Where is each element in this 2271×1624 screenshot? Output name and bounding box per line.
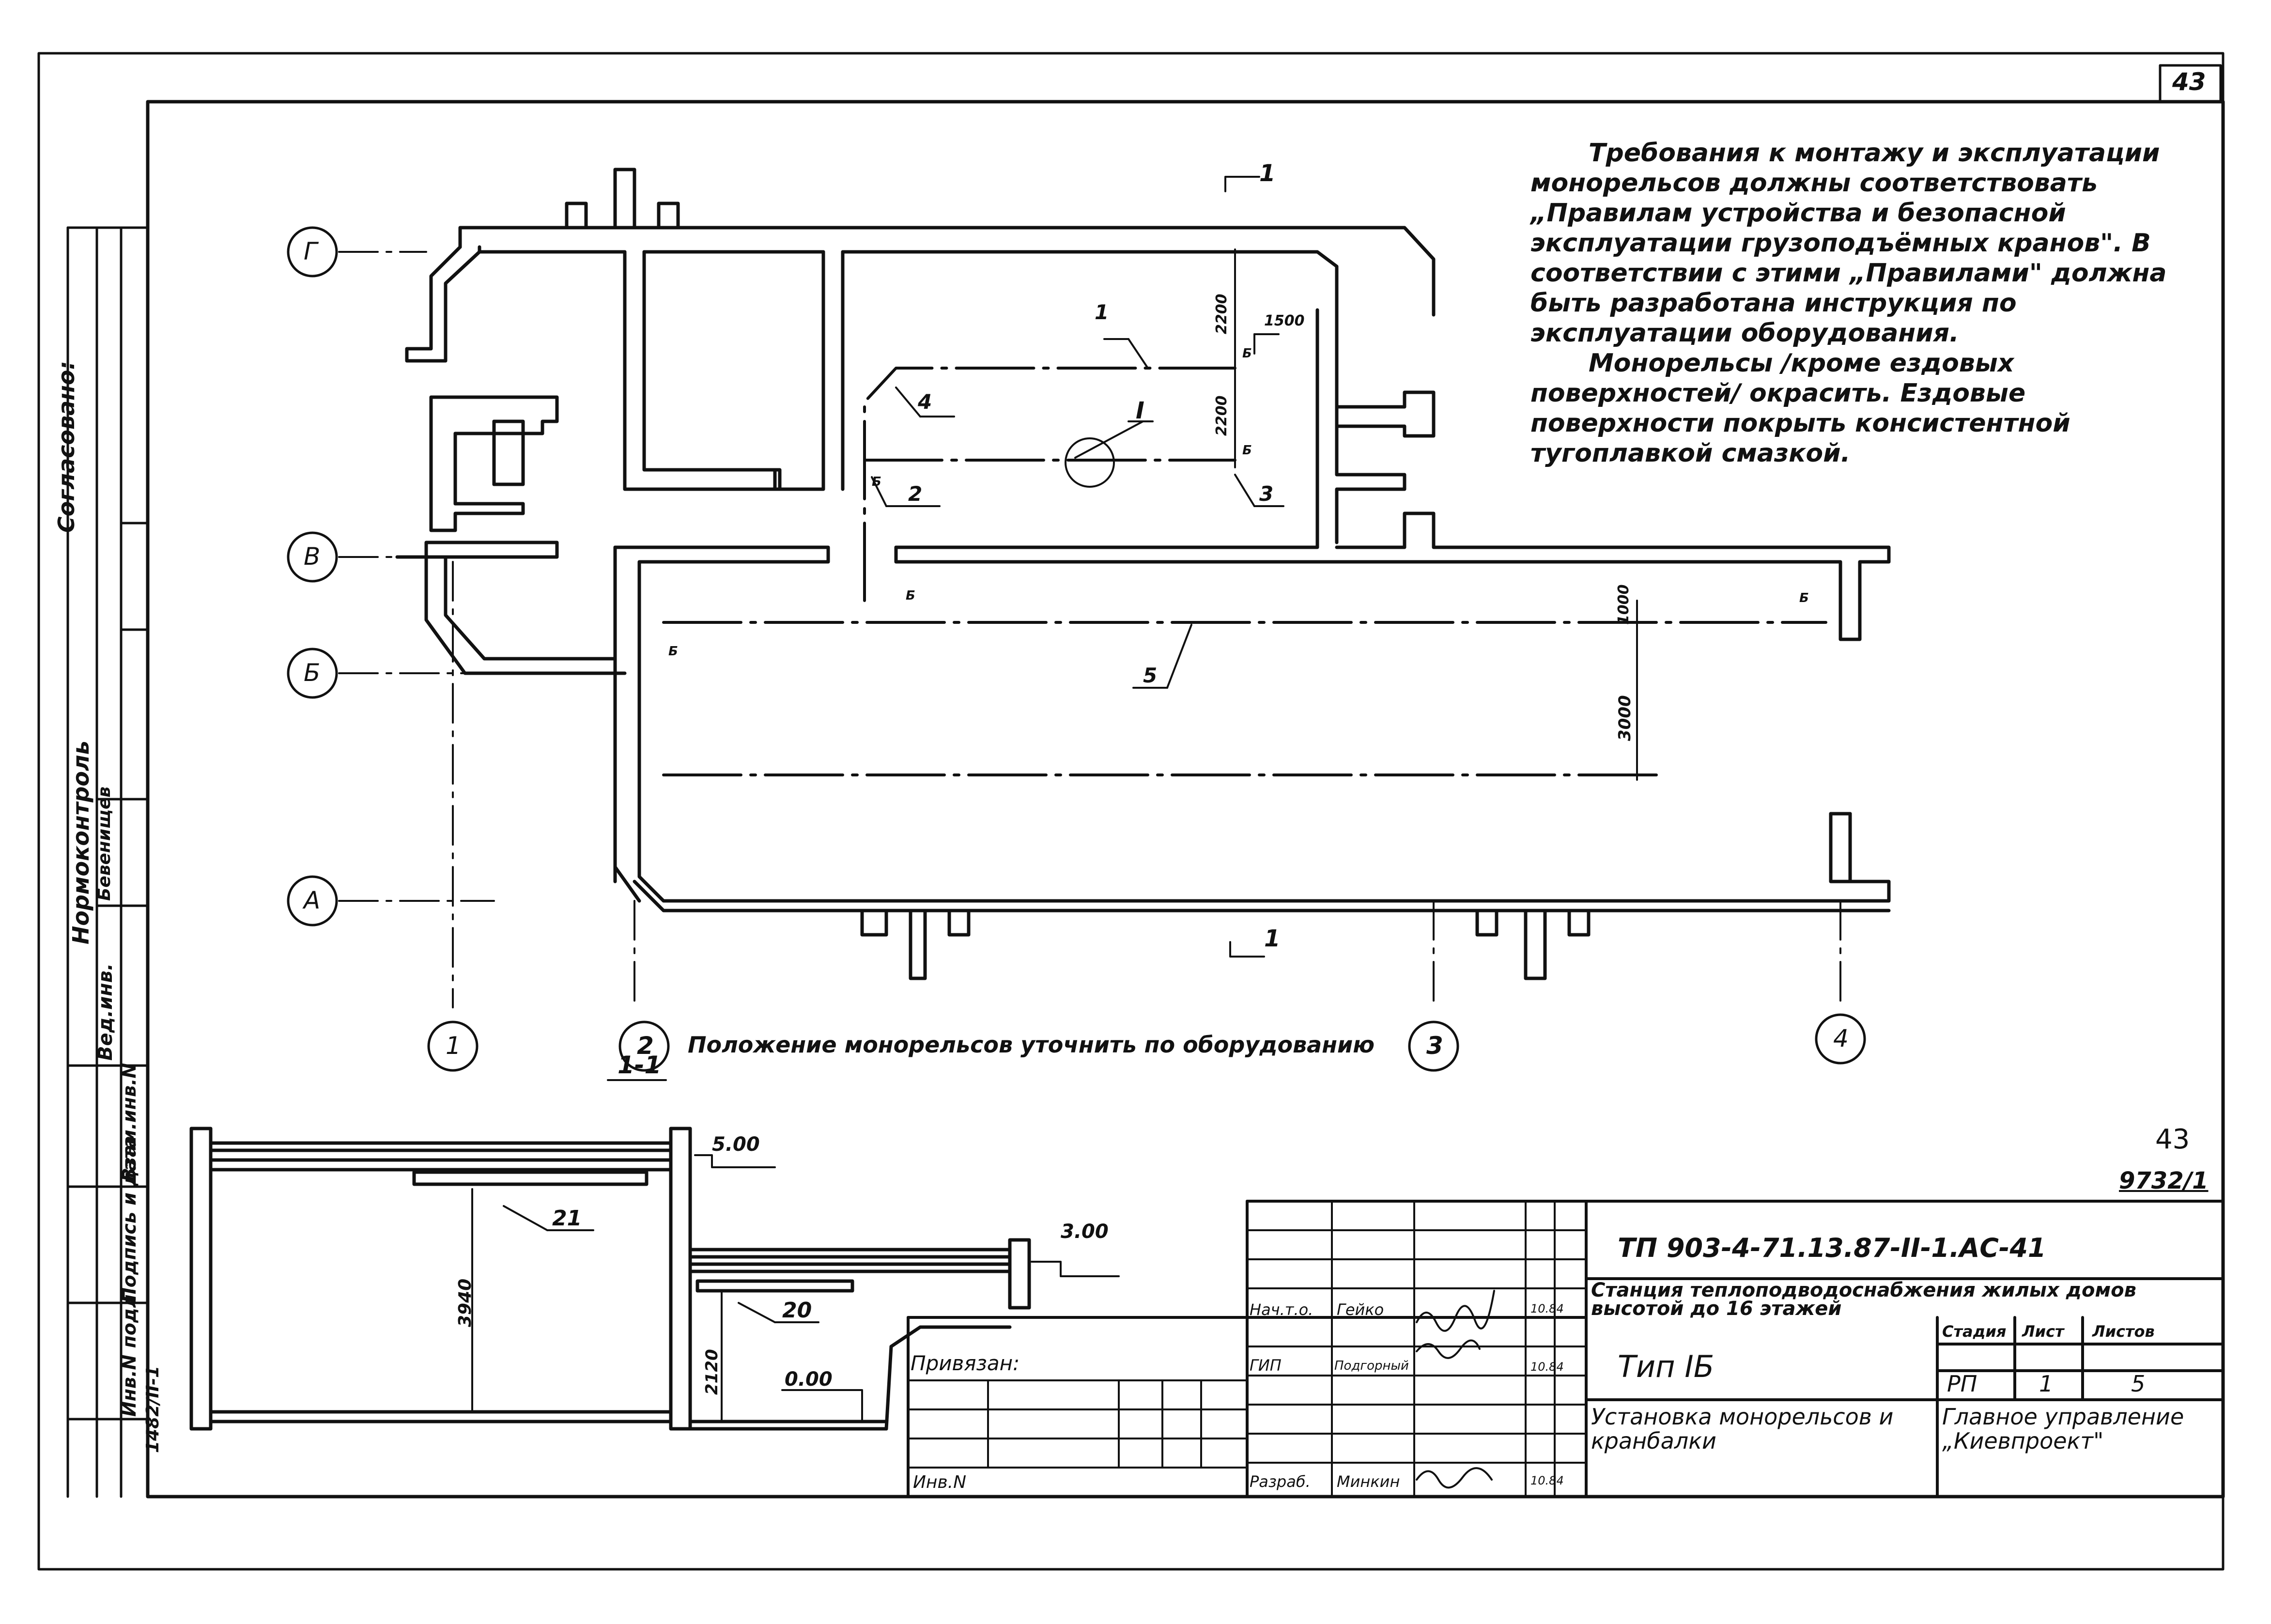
callout-21: 21 — [552, 1206, 582, 1231]
dim-2200-top: 2200 — [1213, 294, 1230, 335]
dim-3940: 3940 — [455, 1278, 475, 1327]
stamp-number: 43 — [2155, 1124, 2190, 1155]
mark-b-2: Б — [1242, 443, 1252, 458]
project-name: Станция теплоподводоснабжения жилых домо… — [1591, 1279, 2136, 1320]
callout-2: 2 — [908, 482, 923, 506]
axis-label-v: В — [304, 542, 321, 571]
dim-2200-mid: 2200 — [1213, 395, 1230, 436]
section-1-1 — [189, 1127, 1031, 1431]
mark-b-5: Б — [1799, 591, 1809, 605]
side-agreed: Согласовано: — [53, 361, 79, 533]
sheet-number: 43 — [2172, 68, 2206, 96]
callout-1: 1 — [1095, 300, 1109, 324]
side-podpis-data: Подпись и дата — [119, 1135, 140, 1303]
callout-20: 20 — [782, 1298, 812, 1323]
side-normcontrol-name: Бевенищев — [94, 786, 114, 901]
level-0-00: 0.00 — [785, 1368, 833, 1391]
section-title: 1-1 — [618, 1051, 662, 1079]
axis-label-2: 2 — [637, 1032, 654, 1060]
stage-label: Стадия — [1942, 1322, 2007, 1341]
dim-1000: 1000 — [1615, 584, 1632, 625]
stage-value: РП — [1947, 1371, 1977, 1397]
role-gip: ГИП — [1250, 1356, 1282, 1375]
mark-b-3: Б — [872, 475, 881, 489]
axis-label-3: 3 — [1426, 1032, 1443, 1060]
axis-label-b: Б — [304, 659, 321, 687]
dim-2120: 2120 — [702, 1349, 722, 1395]
section-dimensions — [471, 1079, 1120, 1423]
type-label: Тип IБ — [1618, 1349, 1715, 1384]
callout-3: 3 — [1259, 482, 1274, 506]
axis-markers — [287, 226, 1866, 1072]
note-paragraph-2: Монорельсы /кроме ездовых поверхностей/ … — [1530, 349, 2070, 468]
requirements-note: Требования к монтажу и эксплуатации моно… — [1530, 138, 2199, 468]
title-block-grid — [907, 1200, 1587, 1498]
section-mark-top: 1 — [1259, 160, 1276, 187]
sheet-label: Лист — [2022, 1322, 2064, 1341]
level-3-00: 3.00 — [1061, 1221, 1109, 1243]
side-ved-inv: Вед.инв. — [94, 963, 117, 1061]
privyazan-label: Привязан: — [911, 1351, 1020, 1375]
side-stamp-frame — [66, 226, 149, 1498]
axis-label-g: Г — [304, 237, 317, 265]
name-podgorny: Подгорный — [1334, 1359, 1409, 1373]
axis-label-1: 1 — [446, 1032, 461, 1060]
callout-5: 5 — [1143, 664, 1158, 687]
plan-dimensions — [871, 176, 1638, 958]
node-mark: I — [1136, 397, 1144, 424]
callout-4: 4 — [918, 390, 932, 414]
sheet-title: Установка монорельсов и кранбалки — [1591, 1404, 1894, 1454]
date-1: 10.84 — [1530, 1302, 1564, 1315]
side-inv-podl: Инв.N подл. — [119, 1287, 140, 1417]
axis-lines — [338, 251, 1841, 1008]
sheet-number-box — [2159, 64, 2222, 103]
dim-1500: 1500 — [1264, 312, 1305, 329]
monorails — [662, 367, 1827, 776]
side-normcontrol: Нормоконтроль — [68, 741, 94, 944]
dim-3000: 3000 — [1615, 695, 1635, 741]
mark-b-6: Б — [668, 644, 678, 659]
side-inv-value: 1482/II-1 — [143, 1365, 163, 1453]
mark-b-4: Б — [906, 588, 915, 603]
axis-label-4: 4 — [1833, 1024, 1849, 1052]
date-2: 10.84 — [1530, 1360, 1564, 1374]
mark-b-1: Б — [1242, 346, 1252, 361]
name-geiko: Гейко — [1337, 1300, 1384, 1319]
inv-n-label: Инв.N — [913, 1472, 967, 1492]
organization: Главное управление „Киевпроект" — [1942, 1404, 2184, 1454]
position-note: Положение монорельсов уточнить по оборуд… — [688, 1032, 1375, 1058]
role-nach-to: Нач.т.о. — [1250, 1300, 1313, 1319]
plan-walls — [395, 168, 1891, 980]
signatures — [1416, 1290, 1495, 1489]
sheets-label: Листов — [2092, 1322, 2155, 1341]
note-paragraph-1: Требования к монтажу и эксплуатации моно… — [1530, 139, 2167, 348]
date-3: 10.84 — [1530, 1474, 1564, 1487]
axis-label-a: А — [304, 886, 321, 914]
sheets-value: 5 — [2131, 1371, 2146, 1397]
role-razrab: Разраб. — [1250, 1472, 1311, 1491]
doc-code: ТП 903-4-71.13.87-II-1.АС-41 — [1618, 1233, 2046, 1263]
section-mark-bottom: 1 — [1264, 925, 1281, 952]
sheet-value: 1 — [2039, 1371, 2054, 1397]
level-5-00: 5.00 — [712, 1133, 760, 1156]
stamp-code: 9732/1 — [2119, 1167, 2209, 1194]
name-minkin: Минкин — [1337, 1472, 1400, 1491]
